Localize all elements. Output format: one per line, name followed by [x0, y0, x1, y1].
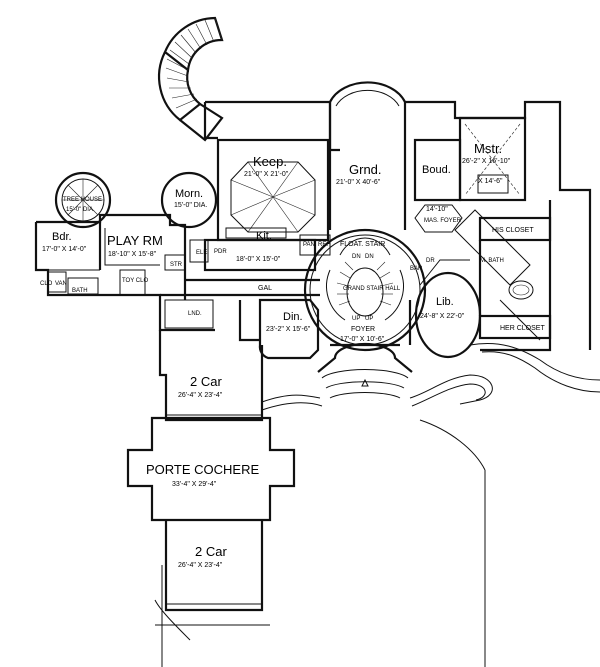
- lnd-label: LND.: [188, 311, 202, 317]
- m-bath-label: M. BATH: [480, 258, 504, 264]
- dr-label: DR: [426, 258, 435, 264]
- porte-name: PORTE COCHERE: [146, 462, 259, 477]
- bdr-name: Bdr.: [52, 231, 72, 243]
- toy-clo-label: TOY CLO: [122, 278, 148, 284]
- garage1-dim: 26'-4" X 23'-4": [178, 392, 223, 399]
- library: [408, 259, 482, 359]
- dn-label-1: DN: [352, 254, 361, 260]
- gallery: [160, 278, 320, 329]
- play-dim: 18'-10" X 15'-8": [108, 251, 157, 258]
- mas-foyer-label: MAS. FOYER: [424, 218, 462, 224]
- morn-dim: 15'-0" DIA.: [174, 202, 207, 209]
- van-label: VAN: [55, 281, 67, 287]
- spiral-stair: [158, 16, 224, 142]
- mstr-dim2: X 14'-6": [478, 178, 503, 185]
- kit-name: Kit.: [256, 230, 272, 242]
- her-closet-label: HER CLOSET: [500, 325, 545, 332]
- lib-dim: 24'-8" X 22'-0": [420, 313, 465, 320]
- grnd-dim: 21'-0" X 40'-6": [336, 179, 381, 186]
- boud-dim: 14'-10": [426, 206, 448, 213]
- foyer-entry: [317, 342, 413, 399]
- dn-label-2: DN: [365, 254, 374, 260]
- bar-label: BAR: [410, 266, 423, 272]
- foyer-dim: 17'-0" X 10'-6": [340, 336, 385, 343]
- porte-dim: 33'-4" X 29'-4": [172, 481, 217, 488]
- his-closet-label: HIS CLOSET: [492, 227, 534, 234]
- lib-name: Lib.: [436, 296, 454, 308]
- morn-name: Morn.: [175, 188, 203, 200]
- garage1-name: 2 Car: [190, 374, 222, 389]
- grnd-name: Grnd.: [349, 162, 382, 177]
- bath-label: BATH: [72, 288, 88, 294]
- elev-label: ELE: [196, 250, 207, 256]
- pdr-label: PDR: [214, 249, 227, 255]
- garage2-dim: 26'-4" X 23'-4": [178, 562, 223, 569]
- kit-dim: 18'-0" X 15'-0": [236, 256, 281, 263]
- garage2-name: 2 Car: [195, 544, 227, 559]
- ref-label: REF: [318, 242, 330, 248]
- mstr-name: Mstr.: [474, 141, 502, 156]
- tree-house: [54, 171, 112, 229]
- dining: [238, 298, 320, 360]
- tree-name: TREE HOUSE: [63, 197, 102, 203]
- float-stair-label: FLOAT. STAIR: [340, 241, 385, 248]
- up-label-2: UP: [365, 316, 373, 322]
- up-label-1: UP: [352, 316, 360, 322]
- pan-label: PAN.: [303, 242, 317, 248]
- room-labels: Keep. 21'-0" X 21'-0" Grnd. 21'-0" X 40'…: [42, 141, 511, 569]
- terrace-curves: [261, 342, 600, 667]
- tree-dim: 15'-0" DIA.: [66, 207, 95, 213]
- bdr-dim: 17'-0" X 14'-0": [42, 246, 87, 253]
- morning-kitchen: [160, 171, 331, 272]
- foyer-name: FOYER: [351, 326, 375, 333]
- clo-label: CLO: [40, 281, 53, 287]
- gal-label: GAL: [258, 285, 272, 292]
- garages: [126, 330, 296, 667]
- keep-dim: 21'-0" X 21'-0": [244, 171, 289, 178]
- din-dim: 23'-2" X 15'-6": [266, 326, 311, 333]
- grand-stair-label: GRAND STAIR HALL: [343, 286, 401, 292]
- play-name: PLAY RM: [107, 233, 163, 248]
- boud-name: Boud.: [422, 164, 451, 176]
- mstr-dim: 26'-2" X 16'-10": [462, 158, 511, 165]
- keep-name: Keep.: [253, 154, 287, 169]
- str-label: STR: [170, 262, 183, 268]
- din-name: Din.: [283, 311, 303, 323]
- small-labels: FLOAT. STAIR DN DN GRAND STAIR HALL UP U…: [40, 218, 545, 332]
- house-walls: [203, 81, 592, 352]
